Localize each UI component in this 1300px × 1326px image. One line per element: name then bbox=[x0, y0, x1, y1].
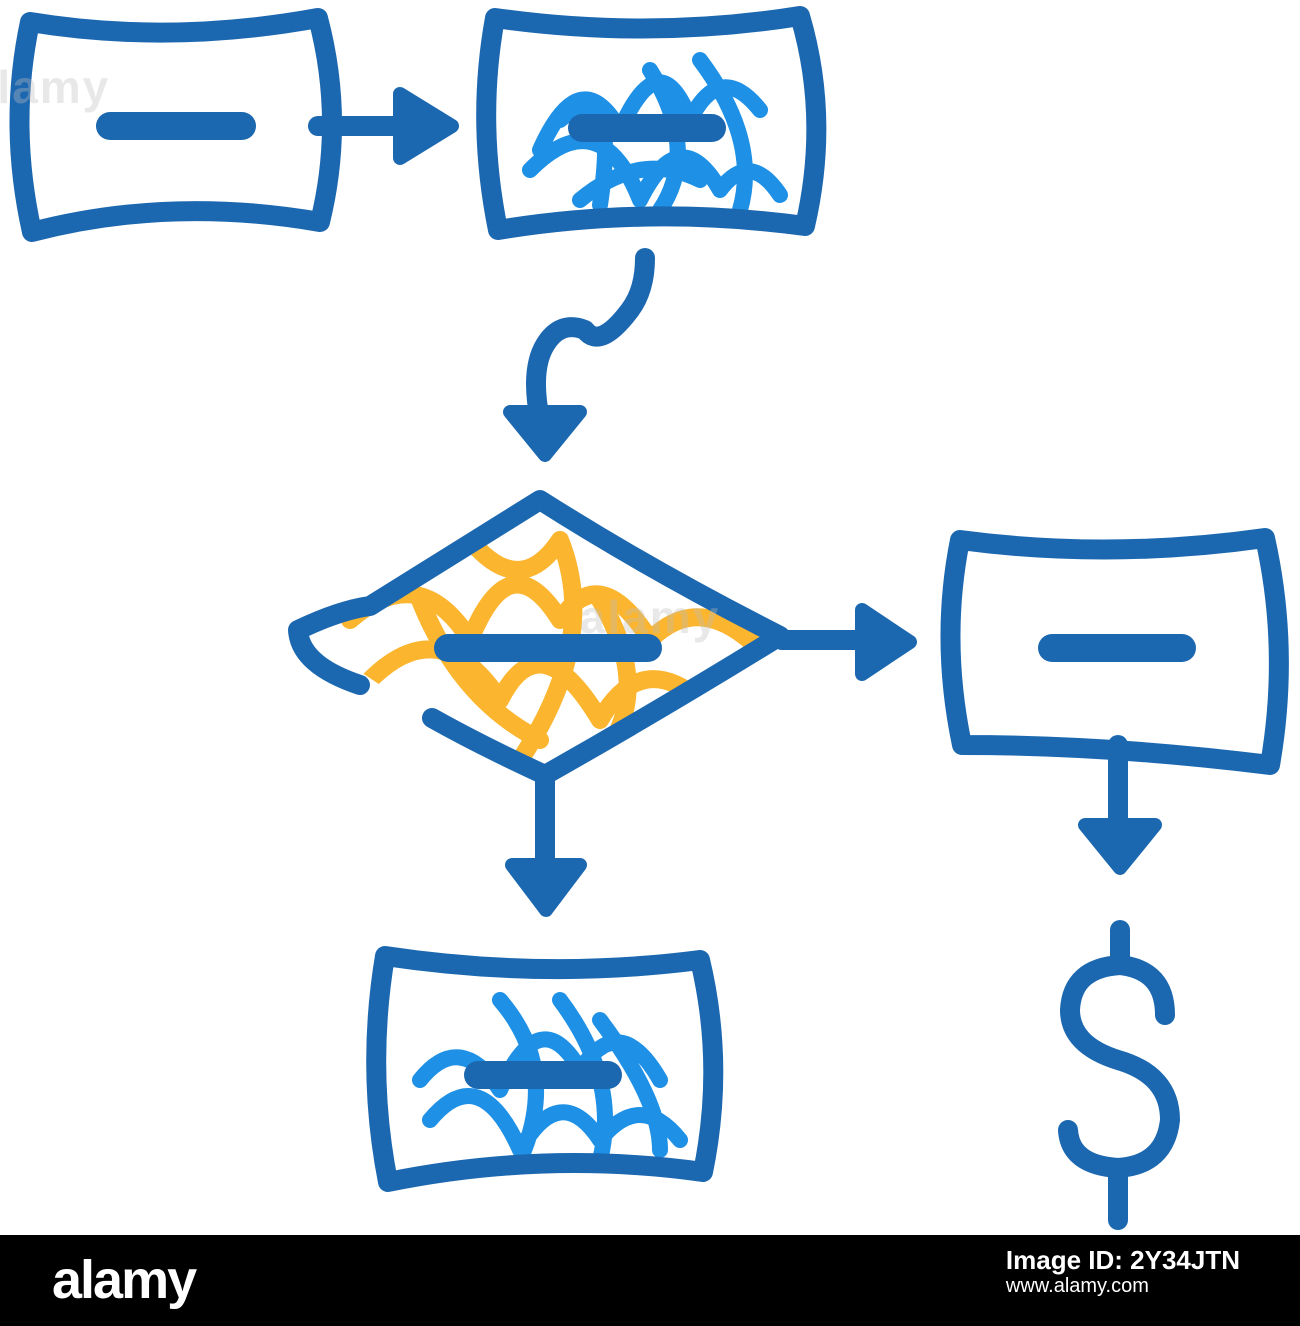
box-outline bbox=[476, 6, 827, 240]
arrow-decision-to-box4 bbox=[505, 768, 587, 917]
process-box-4 bbox=[366, 946, 724, 1192]
dollar-sign-icon bbox=[1058, 920, 1180, 1230]
box-outline bbox=[366, 946, 724, 1192]
box-outline bbox=[9, 8, 343, 242]
flowchart-diagram bbox=[9, 6, 1289, 1230]
arrow-box3-to-dollar bbox=[1078, 735, 1162, 875]
arrow-decision-to-box3 bbox=[772, 603, 917, 681]
image-id-text: Image ID: 2Y34JTN bbox=[1005, 1245, 1240, 1275]
box-outline bbox=[940, 528, 1289, 775]
process-box-1 bbox=[9, 8, 343, 242]
watermark-text: alamy bbox=[579, 591, 721, 643]
alamy-logo[interactable]: alamy bbox=[52, 1250, 197, 1310]
footer-bar: alamy Image ID: 2Y34JTN www.alamy.com bbox=[0, 1235, 1300, 1326]
footer-info: Image ID: 2Y34JTN www.alamy.com bbox=[1006, 1247, 1240, 1299]
arrow-box1-to-box2 bbox=[308, 87, 459, 165]
scribble-fill-orange bbox=[341, 531, 769, 775]
process-box-2 bbox=[476, 6, 827, 240]
site-url-link[interactable]: www.alamy.com bbox=[1005, 1275, 1149, 1297]
process-box-3 bbox=[940, 528, 1289, 775]
watermark-side-text: alamy bbox=[0, 61, 111, 113]
arrow-box2-to-decision bbox=[503, 248, 655, 462]
